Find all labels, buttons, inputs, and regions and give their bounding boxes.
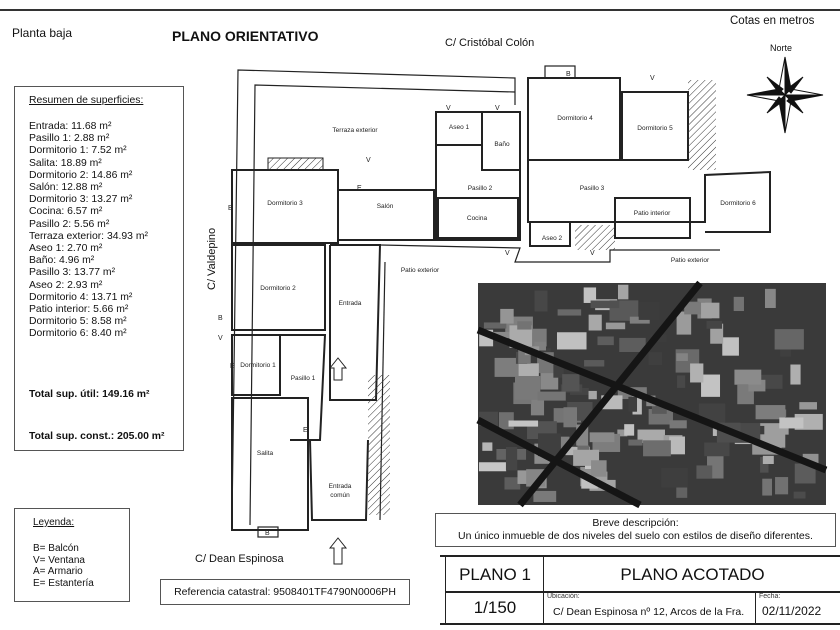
location-cell: Ubicación: C/ Dean Espinosa nº 12, Arcos… [543, 592, 756, 623]
summary-item: Cocina: 6.57 m² [29, 206, 103, 218]
date-label: Fecha: [759, 593, 781, 600]
location-value: C/ Dean Espinosa nº 12, Arcos de la Fra. [553, 606, 745, 618]
summary-item: Dormitorio 3: 13.27 m² [29, 194, 133, 206]
room-salita: Salita [257, 450, 274, 457]
summary-item: Patio interior: 5.66 m² [29, 304, 129, 316]
svg-text:V: V [218, 335, 223, 342]
room-pasillo3: Pasillo 3 [580, 185, 605, 192]
summary-item: Pasillo 2: 5.56 m² [29, 218, 110, 230]
summary-item: Salita: 18.89 m² [29, 157, 102, 169]
svg-text:B: B [265, 530, 270, 537]
top-border [0, 9, 840, 11]
room-salon: Salón [377, 203, 394, 210]
title-block: PLANO 1 PLANO ACOTADO 1/150 Ubicación: C… [440, 555, 840, 625]
legend-heading: Leyenda: [33, 517, 75, 528]
room-entrada-comun: Entrada [329, 483, 352, 490]
room-cocina: Cocina [467, 215, 488, 222]
description-box: Breve descripción: Un único inmueble de … [435, 513, 836, 547]
total-built: Total sup. const.: 205.00 m² [29, 431, 165, 442]
room-dorm5: Dormitorio 5 [637, 125, 673, 132]
summary-item: Dormitorio 1: 7.52 m² [29, 145, 127, 157]
street-south: C/ Dean Espinosa [195, 553, 285, 565]
plan-scale: 1/150 [445, 592, 544, 623]
floor-label: Planta baja [12, 26, 73, 40]
north-label: Norte [770, 43, 793, 53]
total-useful: Total sup. útil: 149.16 m² [29, 389, 150, 400]
svg-text:B: B [566, 71, 571, 78]
svg-text:B: B [228, 205, 233, 212]
svg-text:V: V [590, 250, 595, 257]
svg-text:E: E [303, 427, 308, 434]
summary-item: Dormitorio 2: 14.86 m² [29, 169, 133, 181]
summary-item: Dormitorio 5: 8.58 m² [29, 316, 127, 328]
cadastral-reference: Referencia catastral: 9508401TF4790N0006… [160, 579, 410, 605]
legend-item: E= Estantería [33, 577, 94, 589]
room-aseo1: Aseo 1 [449, 124, 470, 131]
date-value: 02/11/2022 [762, 604, 822, 618]
svg-text:E: E [230, 363, 235, 370]
aerial-photo-buildings [476, 280, 828, 509]
summary-item: Terraza exterior: 34.93 m² [29, 230, 148, 242]
street-north: C/ Cristóbal Colón [445, 37, 535, 49]
room-dorm6: Dormitorio 6 [720, 200, 756, 207]
summary-item: Baño: 4.96 m² [29, 255, 95, 267]
room-patio-exterior: Patio exterior [401, 267, 440, 274]
summary-item: Pasillo 3: 13.77 m² [29, 267, 116, 279]
summary-item: Entrada: 11.68 m² [29, 121, 112, 132]
room-entrada: Entrada [339, 300, 362, 307]
room-terraza: Terraza exterior [332, 127, 378, 134]
summary-item: Pasillo 1: 2.88 m² [29, 133, 110, 145]
room-pasillo2: Pasillo 2 [468, 185, 493, 192]
room-patio-exterior: Patio exterior [671, 257, 710, 264]
svg-text:B: B [218, 315, 223, 322]
svg-text:V: V [505, 250, 510, 257]
summary-item: Aseo 1: 2.70 m² [29, 243, 103, 255]
summary-item: Aseo 2: 2.93 m² [29, 279, 103, 291]
street-west: C/ Valdepino [206, 228, 218, 290]
room-entrada-comun: común [330, 492, 350, 499]
legend-item: A= Armario [33, 566, 83, 577]
date-cell: Fecha: 02/11/2022 [755, 592, 840, 623]
room-patio-interior: Patio interior [634, 210, 671, 217]
svg-text:E: E [357, 185, 362, 192]
room-dorm3: Dormitorio 3 [267, 200, 303, 207]
compass-rose-icon [746, 56, 824, 134]
summary-heading: Resumen de superficies: [29, 95, 144, 106]
description-heading: Breve descripción: [592, 517, 679, 529]
surface-summary: Resumen de superficies: Entrada: 11.68 m… [14, 86, 184, 451]
summary-item: Dormitorio 4: 13.71 m² [29, 291, 133, 303]
legend-item: B= Balcón [33, 543, 79, 554]
plan-number: PLANO 1 [445, 557, 544, 592]
room-aseo2: Aseo 2 [542, 235, 563, 242]
units-label: Cotas en metros [730, 15, 815, 27]
room-bano: Baño [494, 141, 510, 148]
plan-name: PLANO ACOTADO [543, 557, 840, 592]
description-text: Un único inmueble de dos niveles del sue… [458, 530, 813, 542]
summary-item: Salón: 12.88 m² [29, 182, 103, 194]
summary-item: Dormitorio 6: 8.40 m² [29, 328, 127, 340]
legend-item: V= Ventana [33, 554, 85, 566]
room-dorm2: Dormitorio 2 [260, 285, 296, 292]
room-dorm4: Dormitorio 4 [557, 115, 593, 122]
page-title: PLANO ORIENTATIVO [172, 28, 319, 44]
svg-text:V: V [650, 75, 655, 82]
room-pasillo1: Pasillo 1 [291, 375, 316, 382]
svg-text:V: V [495, 105, 500, 112]
svg-text:V: V [366, 157, 371, 164]
room-dorm1: Dormitorio 1 [240, 362, 276, 369]
svg-text:V: V [446, 105, 451, 112]
location-label: Ubicación: [547, 593, 580, 600]
